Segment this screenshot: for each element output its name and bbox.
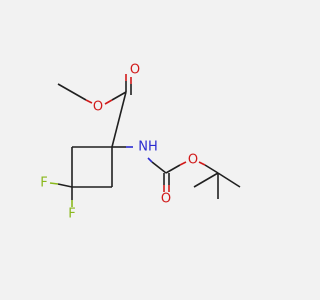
bond-cf-1 <box>57 183 73 188</box>
atom-o-carbonyl: O <box>130 63 140 78</box>
bond-cf-1-green <box>49 182 59 185</box>
atom-f-2: F <box>68 207 75 222</box>
atom-nh: NH <box>138 140 158 155</box>
bond-nh-to-carbamate <box>151 161 167 174</box>
atom-o-carbamate-double: O <box>161 192 171 207</box>
bond-tbu-methyl-right <box>217 172 241 188</box>
bond-ester-o-segment <box>85 99 93 104</box>
bond-o-to-tbu <box>204 164 219 174</box>
bond-carbonyl-to-quaternary <box>111 91 127 148</box>
bond-ester-o-to-carbonyl <box>111 91 127 101</box>
atom-o-carbamate-single: O <box>188 153 198 168</box>
atom-o-ester: O <box>93 100 103 115</box>
bond-methyl-to-ester-o <box>57 83 87 101</box>
molecule-structure: O O NH F F O O <box>40 63 241 222</box>
bond-ester-o-to-carbonyl-red <box>104 99 113 105</box>
bond-o-to-tbu-red <box>198 161 206 166</box>
bond-tbu-methyl-left <box>193 172 219 188</box>
bond-carbamate-to-o <box>165 164 181 174</box>
atom-f-1: F <box>40 176 47 191</box>
bond-carbamate-to-o-red <box>179 161 187 166</box>
bond-nh-to-carbamate-blue <box>147 157 153 163</box>
